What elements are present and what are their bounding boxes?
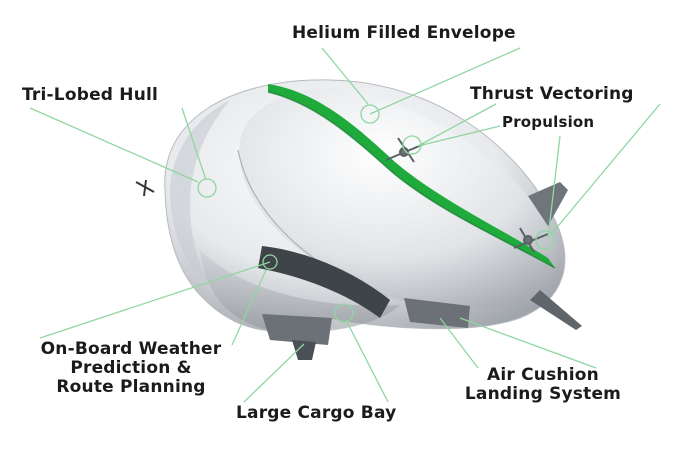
label-weather-line3: Route Planning [56, 377, 206, 397]
label-air-cushion-line2: Landing System [464, 384, 622, 404]
label-air-cushion-line1: Air Cushion [487, 365, 599, 385]
label-on-board-weather: On-Board Weather Prediction & Route Plan… [26, 340, 236, 397]
propeller-rear [513, 227, 549, 253]
label-weather-line1: On-Board Weather [40, 339, 222, 359]
label-weather-line2: Prediction & [70, 358, 192, 378]
label-large-cargo-bay: Large Cargo Bay [236, 403, 397, 423]
cargo-bay [258, 246, 470, 360]
label-thrust-vectoring: Thrust Vectoring [470, 84, 634, 104]
green-stripe [268, 84, 555, 268]
nose-propeller [135, 179, 155, 197]
label-helium-envelope: Helium Filled Envelope [292, 23, 516, 43]
label-propulsion: Propulsion [502, 113, 595, 131]
label-air-cushion: Air Cushion Landing System [452, 366, 634, 404]
propeller-front [385, 137, 425, 163]
label-tri-lobed-hull: Tri-Lobed Hull [22, 85, 159, 105]
tail-fins [528, 182, 582, 330]
callout-lines [29, 47, 661, 403]
